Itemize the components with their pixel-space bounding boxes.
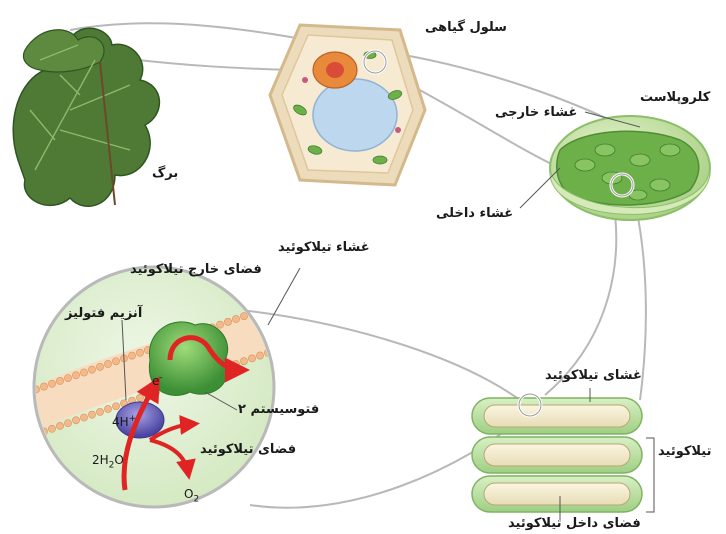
- label-oxygen: O2: [184, 487, 199, 504]
- phospholipid-head: [256, 352, 263, 359]
- phospholipid-head: [112, 403, 119, 410]
- phospholipid-head: [216, 321, 223, 328]
- phospholipid-head: [48, 425, 55, 432]
- label-water: 2H2O: [92, 453, 124, 470]
- phospholipid-head: [16, 391, 23, 398]
- phospholipid-head: [272, 301, 279, 308]
- phospholipid-head: [96, 408, 103, 415]
- phospholipid-head: [272, 346, 279, 353]
- phospholipid-head: [72, 372, 79, 379]
- label-thylakoid-space: فضای تیلاکوئید: [200, 442, 296, 457]
- phospholipid-head: [32, 431, 39, 438]
- phospholipid-head: [56, 422, 63, 429]
- label-chloroplast: کلروپلاست: [640, 90, 710, 105]
- phospholipid-head: [264, 304, 271, 311]
- phospholipid-head: [96, 363, 103, 370]
- label-thylakoid: تیلاکوئید: [658, 444, 711, 459]
- phospholipid-head: [280, 344, 287, 351]
- phospholipid-head: [64, 420, 71, 427]
- connector-chloro-stack-left: [545, 195, 616, 395]
- phospholipid-head: [56, 377, 63, 384]
- phospholipid-head: [232, 315, 239, 322]
- label-outer-membrane: غشاء خارجی: [495, 105, 577, 120]
- phospholipid-head: [248, 355, 255, 362]
- label-leaf: برگ: [152, 166, 178, 181]
- phospholipid-head: [136, 394, 143, 401]
- label-thylakoid-membrane-right: غشای تیلاکوئید: [545, 368, 642, 383]
- thylakoid-stack-icon: [472, 394, 642, 512]
- connector-stack-circle-top: [240, 310, 520, 400]
- phospholipid-head: [104, 360, 111, 367]
- phospholipid-head: [240, 358, 247, 365]
- phospholipid-head: [24, 434, 31, 441]
- thylakoid-disk-top: [472, 398, 642, 434]
- thylakoid-disk-bottom: [472, 476, 642, 512]
- phospholipid-head: [80, 369, 87, 376]
- label-thylakoid-inner-space: فضای داخل تیلاکوئید: [508, 516, 641, 531]
- phospholipid-head: [88, 366, 95, 373]
- phospholipid-head: [88, 411, 95, 418]
- phospholipid-head: [80, 414, 87, 421]
- phospholipid-head: [224, 318, 231, 325]
- label-protons: 4H+: [112, 414, 136, 429]
- phospholipid-head: [48, 380, 55, 387]
- phospholipid-head: [128, 352, 135, 359]
- phospholipid-head: [280, 299, 287, 306]
- phospholipid-head: [104, 405, 111, 412]
- phospholipid-head: [232, 360, 239, 367]
- leaf-icon: [13, 28, 159, 206]
- label-thylakoid-outer-space: فضای خارج تیلاکوئید: [130, 262, 262, 277]
- label-plant-cell: سلول گیاهی: [425, 20, 507, 35]
- phospholipid-head: [112, 358, 119, 365]
- phospholipid-head: [16, 436, 23, 443]
- phospholipid-head: [64, 375, 71, 382]
- label-thylakoid-membrane: غشاء تیلاکوئید: [278, 240, 370, 255]
- chloroplast-icon: [550, 116, 710, 220]
- thylakoid-disk-middle: [472, 437, 642, 473]
- label-photolysis-enzyme: آنزیم فتولیز: [65, 306, 142, 321]
- phospholipid-head: [40, 383, 47, 390]
- phospholipid-head: [72, 417, 79, 424]
- label-electron: e-: [152, 373, 163, 388]
- plant-cell-icon: [270, 25, 425, 185]
- phospholipid-head: [136, 349, 143, 356]
- label-photosystem-2: فتوسیستم ۲: [238, 402, 319, 417]
- phospholipid-head: [24, 389, 31, 396]
- label-inner-membrane: غشاء داخلی: [436, 206, 513, 221]
